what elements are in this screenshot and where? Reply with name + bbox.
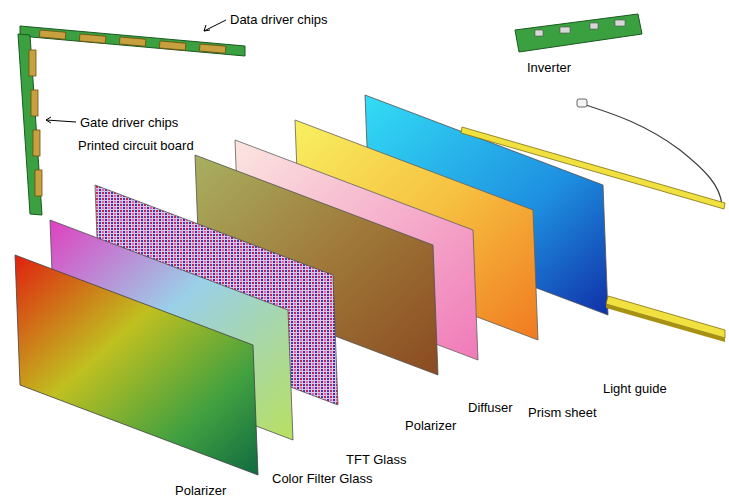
data-driver-chips bbox=[39, 30, 226, 53]
part-label: Gate driver chips bbox=[80, 115, 178, 130]
part-label: Printed circuit board bbox=[78, 138, 194, 153]
part-label: Diffuser bbox=[468, 400, 513, 415]
part-label: Light guide bbox=[603, 381, 667, 396]
lamp-wire bbox=[583, 104, 722, 205]
inverter-parts bbox=[535, 20, 625, 36]
front-polarizer bbox=[15, 255, 258, 475]
part-label: TFT Glass bbox=[346, 452, 406, 467]
lamp-connector bbox=[577, 99, 587, 107]
gate-driver-chips bbox=[29, 50, 42, 196]
part-label: Inverter bbox=[527, 60, 571, 75]
data-pcb bbox=[20, 26, 245, 56]
part-label: Data driver chips bbox=[230, 12, 328, 27]
inverter-board bbox=[515, 14, 642, 52]
lamp-tube bbox=[461, 127, 725, 209]
part-label: Color Filter Glass bbox=[272, 471, 372, 486]
reflector-shadow bbox=[606, 304, 725, 342]
part-label: Polarizer bbox=[175, 483, 226, 498]
part-label: Polarizer bbox=[405, 418, 456, 433]
gate-pcb bbox=[18, 34, 42, 215]
reflector-bar bbox=[606, 296, 725, 338]
part-label: Prism sheet bbox=[528, 405, 597, 420]
leader-arrows bbox=[46, 20, 226, 123]
